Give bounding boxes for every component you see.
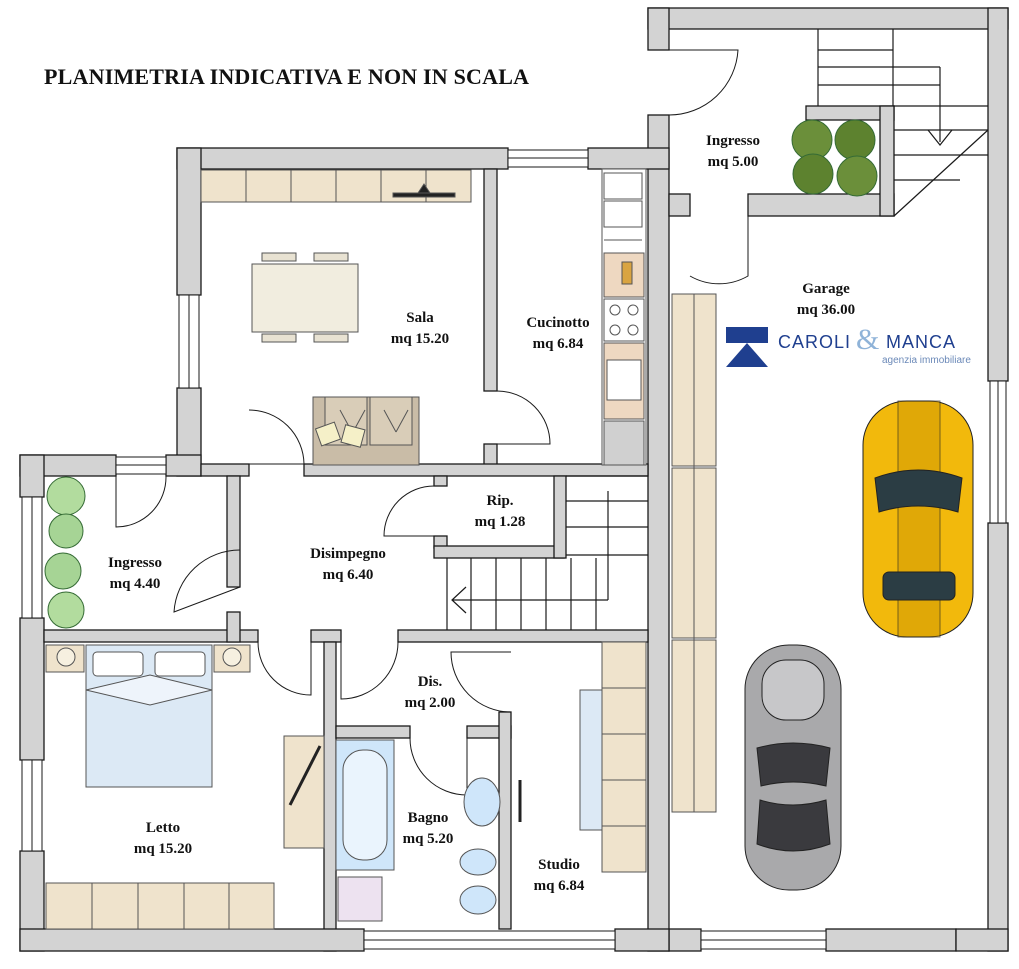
room-area: mq 6.84	[532, 336, 584, 352]
garage-shelving	[671, 293, 717, 813]
room-label-bagno: Bagno mq 5.20	[378, 808, 478, 850]
room-label-ripostiglio: Rip. mq 1.28	[455, 491, 545, 533]
room-area: mq 5.20	[402, 831, 454, 847]
room-area: mq 4.40	[109, 576, 161, 592]
room-name: Sala	[406, 310, 434, 326]
room-area: mq 1.28	[474, 514, 526, 530]
room-name: Rip.	[486, 493, 514, 509]
room-label-ingresso-top: Ingresso mq 5.00	[683, 131, 783, 173]
agency-logo: CAROLI & MANCA agenzia immobiliare	[726, 323, 976, 371]
sink-icon	[603, 172, 643, 200]
logo-word-caroli: CAROLI	[778, 332, 852, 352]
logo-ampersand: &	[856, 323, 880, 356]
room-label-sala: Sala mq 15.20	[360, 308, 480, 350]
room-name: Dis.	[417, 674, 443, 690]
kitchen-furniture	[601, 168, 647, 466]
silver-car-icon	[744, 644, 842, 891]
room-name: Disimpegno	[310, 546, 386, 562]
desk	[283, 735, 325, 849]
stairs-top	[817, 29, 989, 217]
page-title: PLANIMETRIA INDICATIVA E NON IN SCALA	[44, 64, 530, 89]
room-name: Cucinotto	[526, 315, 590, 331]
room-label-studio: Studio mq 6.84	[509, 855, 609, 897]
room-name: Garage	[802, 281, 850, 297]
room-label-ingresso-left: Ingresso mq 4.40	[85, 553, 185, 595]
room-name: Ingresso	[706, 133, 760, 149]
room-area: mq 15.20	[133, 841, 193, 857]
bathroom-fixtures	[335, 739, 501, 922]
room-label-dis: Dis. mq 2.00	[380, 672, 480, 714]
room-area: mq 6.40	[322, 567, 374, 583]
sink-bath-icon	[463, 777, 501, 827]
dining-table	[251, 263, 359, 333]
studio-furniture	[518, 641, 647, 873]
room-label-garage: Garage mq 36.00	[766, 279, 886, 321]
room-area: mq 6.84	[533, 878, 585, 894]
walls	[19, 7, 1009, 952]
wardrobe	[45, 882, 275, 930]
room-area: mq 2.00	[404, 695, 456, 711]
stairs-bottom	[446, 475, 648, 630]
room-name: Studio	[538, 857, 580, 873]
room-area: mq 5.00	[707, 154, 759, 170]
room-label-cucinotto: Cucinotto mq 6.84	[503, 313, 613, 355]
logo-mark-icon	[726, 327, 768, 367]
tv-icon	[392, 192, 456, 198]
toilet-icon	[459, 885, 497, 915]
room-name: Ingresso	[108, 555, 162, 571]
yellow-car-icon	[862, 400, 974, 638]
room-name: Letto	[145, 820, 181, 836]
room-label-disimpegno: Disimpegno mq 6.40	[288, 544, 408, 586]
logo-subtitle: agenzia immobiliare	[882, 355, 971, 366]
plants	[44, 119, 878, 629]
room-area: mq 15.20	[390, 331, 450, 347]
door-swings	[115, 49, 749, 796]
logo-word-manca: MANCA	[886, 332, 957, 352]
stove-icon	[603, 298, 645, 342]
room-label-letto: Letto mq 15.20	[113, 818, 213, 860]
sala-furniture	[200, 169, 472, 466]
windows	[21, 149, 1007, 950]
bedroom-furniture	[45, 644, 325, 930]
room-area: mq 36.00	[796, 302, 856, 318]
room-name: Bagno	[407, 810, 449, 826]
